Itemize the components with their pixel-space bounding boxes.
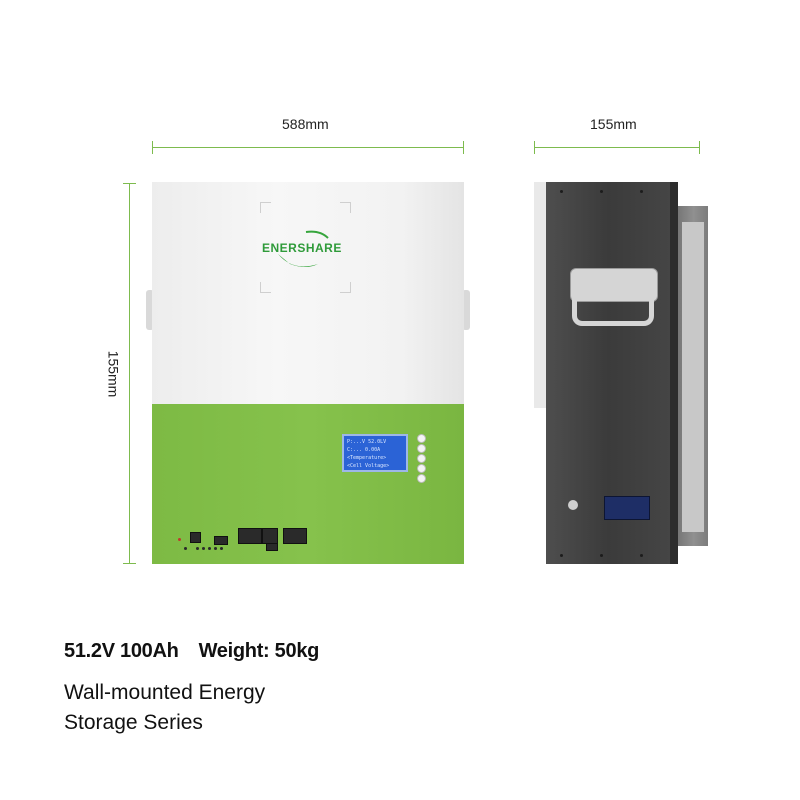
spec-line: 51.2V 100Ah Weight: 50kg: [64, 640, 339, 663]
lcd-line: P:...V 52.0LV: [347, 439, 387, 445]
dc-terminal[interactable]: [262, 528, 278, 544]
side-carry-handle[interactable]: [570, 268, 658, 302]
indicator-led: [202, 547, 205, 550]
indicator-led: [178, 538, 181, 541]
lcd-button[interactable]: [417, 444, 426, 453]
logo-frame-corner: [340, 282, 351, 293]
screw-icon: [560, 554, 563, 557]
side-casing-edge: [670, 182, 678, 564]
lcd-button[interactable]: [417, 464, 426, 473]
depth-dimension-label: 155mm: [590, 116, 637, 132]
lcd-line: C:... 0.00A: [347, 447, 381, 453]
lcd-button[interactable]: [417, 454, 426, 463]
left-handle: [146, 290, 154, 330]
height-dimension-label: 155mm: [105, 350, 122, 398]
indicator-led: [196, 547, 199, 550]
brand-logo-text: ENERSHARE: [262, 241, 342, 255]
depth-dimension-line: [534, 141, 700, 154]
width-dimension-line: [152, 141, 464, 154]
wall-bracket-inner: [682, 222, 704, 532]
weight-text: Weight: 50kg: [198, 640, 320, 662]
side-knob[interactable]: [568, 500, 578, 510]
capacity-text: 51.2V 100Ah: [64, 640, 179, 662]
lcd-line: <Cell Voltage>: [347, 463, 390, 469]
small-port[interactable]: [266, 543, 278, 551]
brand-logo: ENERSHARE: [262, 230, 342, 267]
screw-icon: [560, 190, 563, 193]
lcd-button[interactable]: [417, 434, 426, 443]
dc-terminal[interactable]: [238, 528, 262, 544]
indicator-led: [214, 547, 217, 550]
height-dimension-line: [123, 183, 136, 564]
rs485-port[interactable]: [214, 536, 228, 545]
side-handle-grip[interactable]: [572, 298, 654, 326]
side-power-connector[interactable]: [604, 496, 650, 520]
right-handle: [462, 290, 470, 330]
screw-icon: [640, 554, 643, 557]
indicator-led: [184, 547, 187, 550]
screw-icon: [600, 190, 603, 193]
lcd-line: <Temperature>: [347, 455, 387, 461]
screw-icon: [600, 554, 603, 557]
series-line: Wall-mounted Energy: [64, 681, 266, 704]
width-dimension-label: 588mm: [282, 116, 329, 132]
series-title: Wall-mounted Energy Storage Series: [64, 678, 364, 738]
indicator-led: [208, 547, 211, 550]
dc-terminal[interactable]: [283, 528, 307, 544]
lcd-button[interactable]: [417, 474, 426, 483]
battery-top-panel: [152, 182, 464, 404]
battery-bottom-panel: [152, 404, 464, 564]
logo-frame-corner: [260, 202, 271, 213]
logo-frame-corner: [340, 202, 351, 213]
indicator-led: [220, 547, 223, 550]
screw-icon: [640, 190, 643, 193]
side-back-plate: [534, 182, 546, 408]
series-line: Storage Series: [64, 711, 203, 734]
logo-frame-corner: [260, 282, 271, 293]
lcd-display: P:...V 52.0LV C:... 0.00A <Temperature> …: [342, 434, 408, 472]
power-switch[interactable]: [190, 532, 201, 543]
